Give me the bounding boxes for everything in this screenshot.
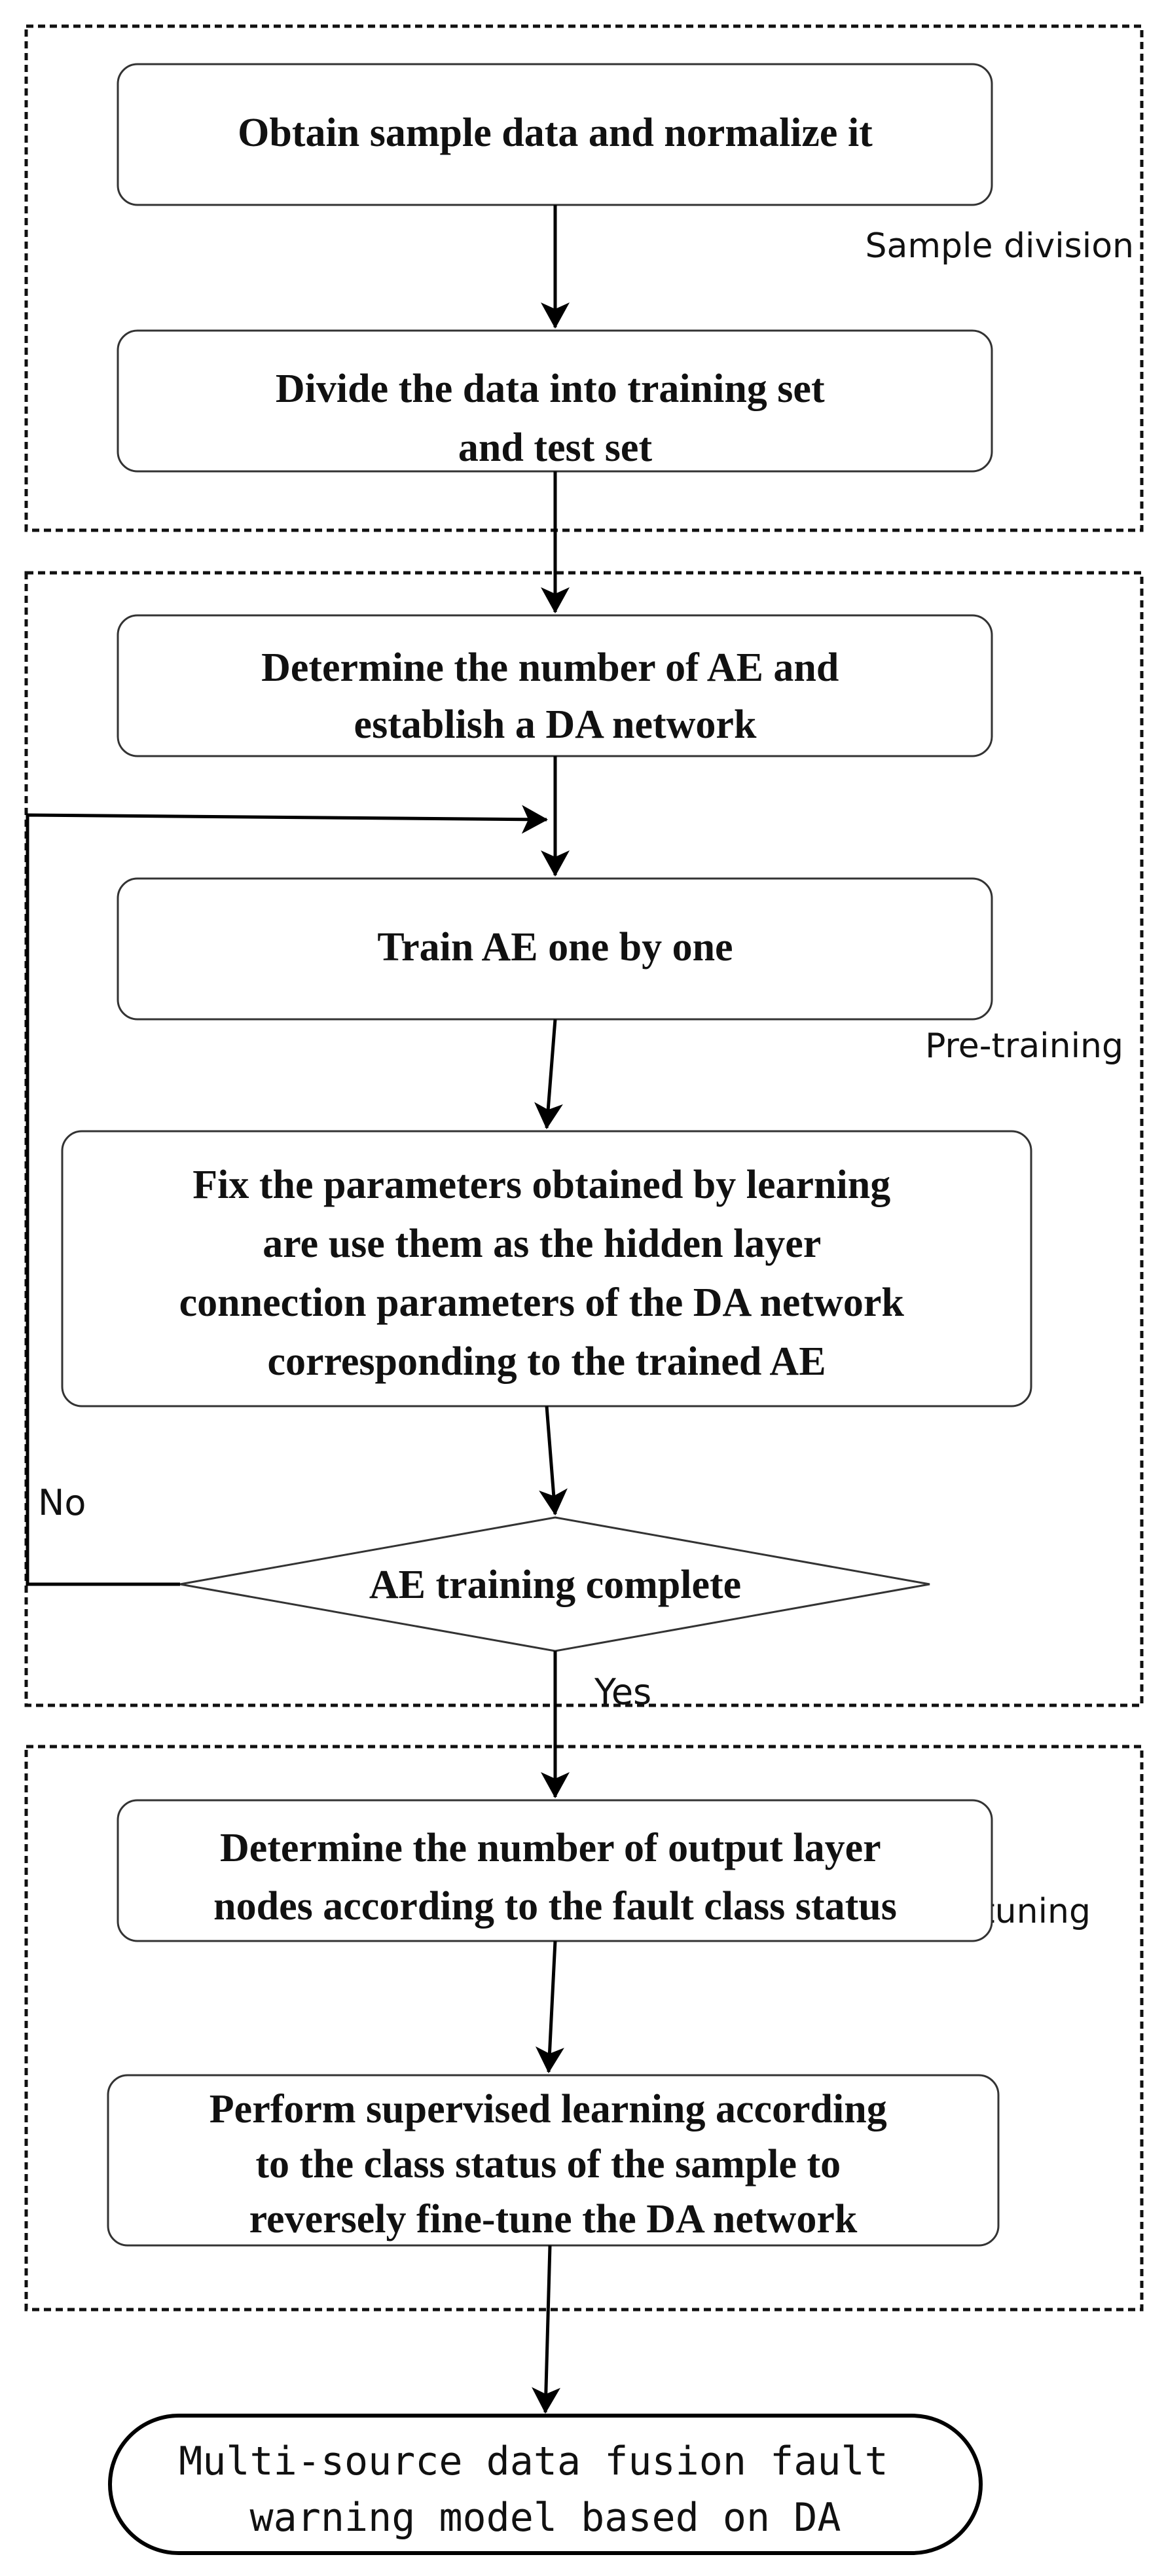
step-determine-ae-text: Determine the number of AE and establish… (261, 645, 849, 747)
step-supervised-box (107, 2074, 1000, 2247)
branch-label-yes: Yes (594, 1671, 651, 1713)
section-label-sample-division: Sample division (865, 227, 1135, 266)
step-train-ae-text: Train AE one by one (377, 925, 733, 970)
step-fix-params-text: Fix the parameters obtained by learning … (179, 1163, 915, 1384)
step-supervised-text: Perform supervised learning according to… (210, 2087, 897, 2241)
branch-label-no: No (38, 1482, 86, 1523)
arrow-fix-to-decision (539, 1406, 568, 1515)
step-normalize-text: Obtain sample data and normalize it (238, 111, 873, 155)
step-determine-output-text: Determine the number of output layer nod… (213, 1826, 897, 1929)
decision-text: AE training complete (369, 1563, 741, 1607)
loop-no-path (26, 805, 548, 1586)
section-sample-division (24, 24, 1144, 532)
end-text: Multi-source data fusion fault warning m… (179, 2439, 912, 2541)
end-terminal (108, 2414, 983, 2555)
arrow-train-to-fix (534, 1019, 563, 1129)
section-label-pre-training: Pre-training (925, 1026, 1123, 1066)
arrow-output-to-supervised (535, 1940, 564, 2073)
arrow-supervised-to-end (532, 2245, 561, 2414)
section-fine-tuning (24, 1745, 1144, 2312)
step-divide-text: Divide the data into training set and te… (276, 367, 835, 470)
